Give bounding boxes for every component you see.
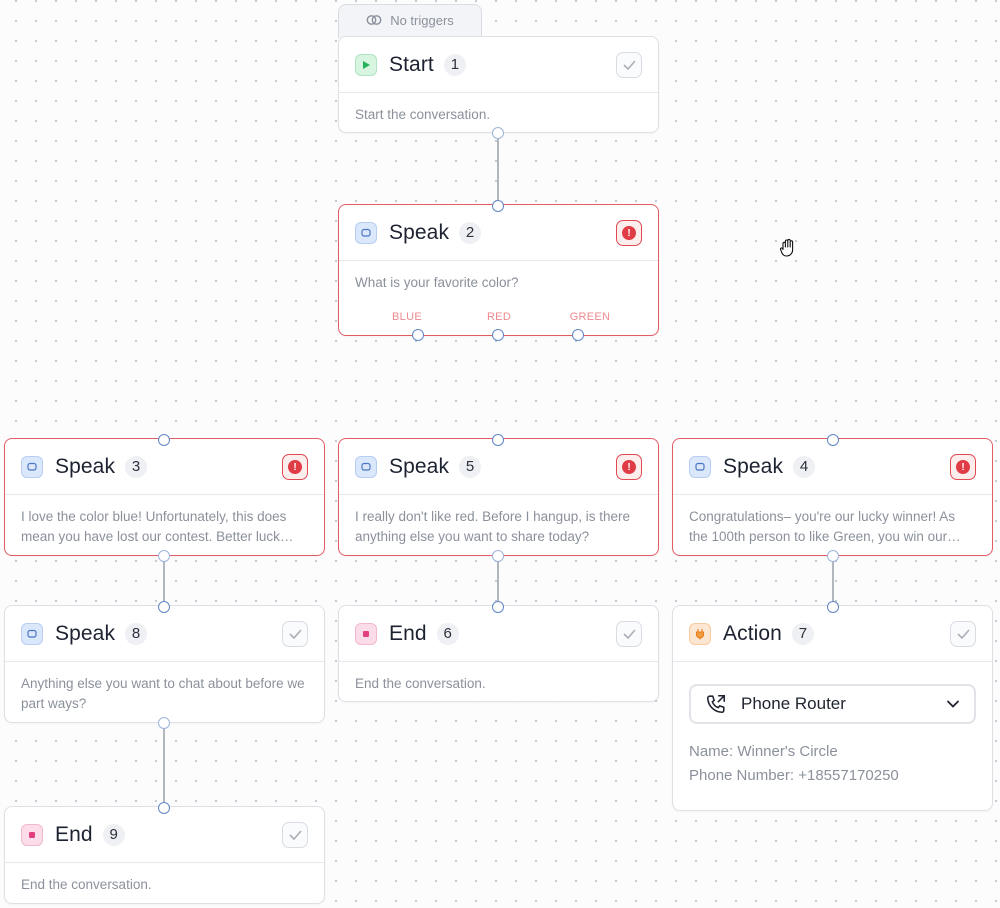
port-speak-4-out[interactable] (827, 550, 839, 562)
check-icon[interactable] (950, 621, 976, 647)
error-icon[interactable]: ! (282, 454, 308, 480)
node-description: I love the color blue! Unfortunately, th… (21, 509, 287, 544)
port-speak-4-in[interactable] (827, 434, 839, 446)
port-speak-8-in[interactable] (158, 601, 170, 613)
phone-forward-icon (706, 694, 726, 714)
port-speak-3-out[interactable] (158, 550, 170, 562)
port-speak-2-in[interactable] (492, 200, 504, 212)
check-icon[interactable] (282, 822, 308, 848)
node-title: End (55, 822, 93, 846)
phone-router-value: Phone Router (741, 694, 846, 713)
node-description: Anything else you want to chat about bef… (21, 676, 305, 711)
node-number: 5 (459, 455, 482, 478)
play-icon (355, 53, 377, 76)
check-icon[interactable] (616, 52, 642, 78)
node-header: Speak 4 ! (673, 439, 992, 495)
node-speak-4[interactable]: Speak 4 ! Congratulations– you're our lu… (672, 438, 993, 556)
node-action-7[interactable]: Action 7 Phone Router Name: Winner's Cir… (672, 605, 993, 811)
node-speak-5[interactable]: Speak 5 ! I really don't like red. Befor… (338, 438, 659, 556)
speech-bubble-icon (355, 455, 377, 478)
port-green-out[interactable] (572, 329, 584, 341)
error-icon[interactable]: ! (616, 454, 642, 480)
node-header: Speak 2 ! (339, 205, 658, 261)
check-icon[interactable] (282, 621, 308, 647)
port-speak-5-out[interactable] (492, 550, 504, 562)
check-icon[interactable] (616, 621, 642, 647)
port-end-9-in[interactable] (158, 802, 170, 814)
node-speak-8[interactable]: Speak 8 Anything else you want to chat a… (4, 605, 325, 723)
port-speak-8-out[interactable] (158, 717, 170, 729)
error-icon[interactable]: ! (950, 454, 976, 480)
port-start-out[interactable] (492, 127, 504, 139)
node-title: Speak (55, 621, 116, 645)
node-number: 3 (125, 455, 148, 478)
node-description: I really don't like red. Before I hangup… (355, 509, 630, 544)
node-start[interactable]: Start 1 Start the conversation. (338, 36, 659, 133)
port-end-6-in[interactable] (492, 601, 504, 613)
node-title: End (389, 621, 427, 645)
no-triggers-label: No triggers (390, 13, 454, 28)
node-header: Start 1 (339, 37, 658, 93)
node-number: 9 (102, 823, 125, 846)
node-speak-2[interactable]: Speak 2 ! What is your favorite color? B… (338, 204, 659, 336)
speech-bubble-icon (689, 455, 711, 478)
node-speak-3[interactable]: Speak 3 ! I love the color blue! Unfortu… (4, 438, 325, 556)
node-title: Action (723, 621, 782, 645)
stop-icon (355, 622, 377, 645)
speech-bubble-icon (21, 455, 43, 478)
node-header: End 6 (339, 606, 658, 662)
speech-bubble-icon (355, 221, 377, 244)
node-end-9[interactable]: End 9 End the conversation. (4, 806, 325, 904)
router-phone-number: Phone Number: +18557170250 (689, 767, 899, 784)
node-title: Start (389, 52, 434, 76)
node-title: Speak (723, 454, 784, 478)
port-action-7-in[interactable] (827, 601, 839, 613)
phone-router-select[interactable]: Phone Router (689, 684, 976, 724)
link-icon (366, 15, 382, 25)
port-speak-5-in[interactable] (492, 434, 504, 446)
node-number: 1 (443, 53, 466, 76)
no-triggers-tab[interactable]: No triggers (338, 4, 482, 38)
node-description: Congratulations– you're our lucky winner… (689, 509, 955, 544)
node-header: Speak 3 ! (5, 439, 324, 495)
node-number: 8 (125, 622, 148, 645)
node-description: End the conversation. (355, 676, 486, 691)
node-header: Speak 8 (5, 606, 324, 662)
node-title: Speak (389, 220, 450, 244)
branch-label-green: GREEN (569, 311, 611, 323)
router-name: Name: Winner's Circle (689, 743, 838, 760)
branch-label-red: RED (486, 311, 512, 323)
node-number: 4 (793, 455, 816, 478)
node-number: 6 (436, 622, 459, 645)
node-description: End the conversation. (21, 877, 152, 892)
branch-label-blue: BLUE (392, 311, 422, 323)
error-icon[interactable]: ! (616, 220, 642, 246)
node-title: Speak (389, 454, 450, 478)
port-blue-out[interactable] (412, 329, 424, 341)
speech-bubble-icon (21, 622, 43, 645)
node-end-6[interactable]: End 6 End the conversation. (338, 605, 659, 702)
node-description: What is your favorite color? (355, 275, 519, 290)
hand-cursor-icon (779, 238, 794, 257)
node-header: Action 7 (673, 606, 992, 662)
node-title: Speak (55, 454, 116, 478)
port-speak-3-in[interactable] (158, 434, 170, 446)
plug-icon (689, 622, 711, 645)
action-details: Name: Winner's Circle Phone Number: +185… (673, 724, 992, 788)
chevron-down-icon (947, 700, 959, 708)
node-number: 7 (791, 622, 814, 645)
node-number: 2 (459, 221, 482, 244)
node-description: Start the conversation. (355, 107, 491, 122)
node-header: Speak 5 ! (339, 439, 658, 495)
node-header: End 9 (5, 807, 324, 863)
port-red-out[interactable] (492, 329, 504, 341)
stop-icon (21, 823, 43, 846)
